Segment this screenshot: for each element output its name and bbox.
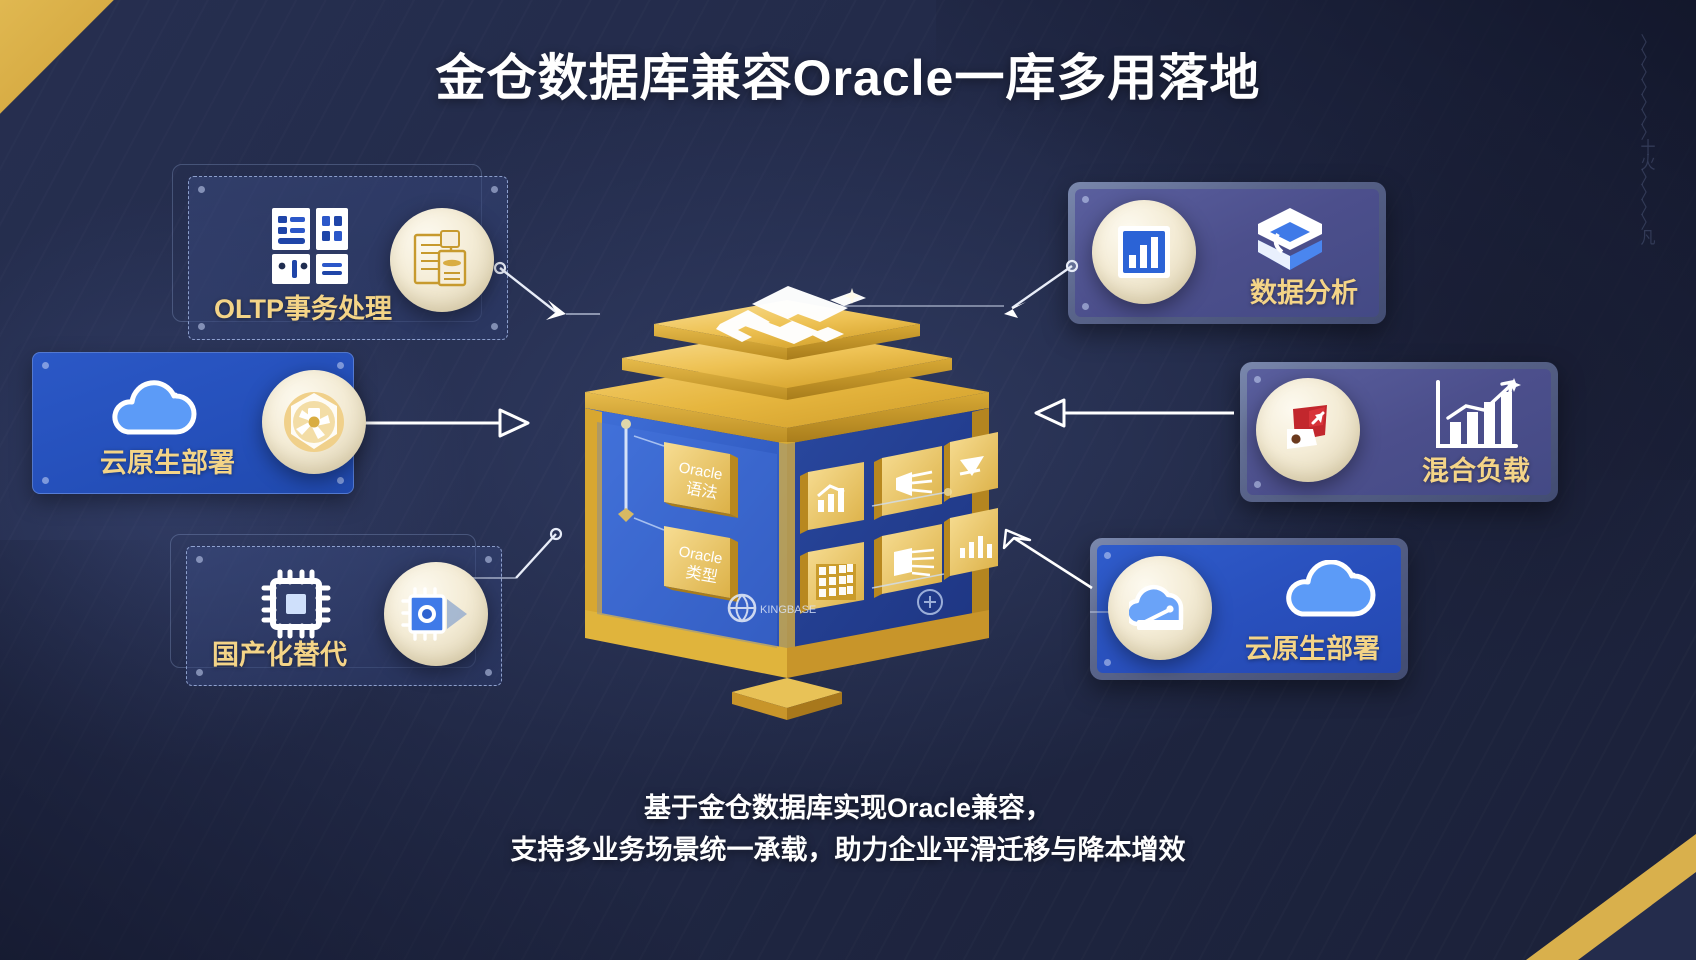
card-screw bbox=[1104, 659, 1111, 666]
card-label: OLTP事务处理 bbox=[214, 294, 392, 324]
card-oltp[interactable]: OLTP事务处理 bbox=[172, 164, 508, 340]
edge-glyph: 〉 bbox=[1640, 198, 1656, 219]
card-screw bbox=[1082, 303, 1089, 310]
card-screw bbox=[196, 556, 203, 563]
card-screw bbox=[337, 477, 344, 484]
cube-stamp-icon bbox=[917, 589, 943, 615]
page-caption: 基于金仓数据库实现Oracle兼容， 支持多业务场景统一承载，助力企业平滑迁移与… bbox=[0, 788, 1696, 872]
cube-tile-arrow bbox=[944, 432, 998, 502]
edge-glyph: 〉 bbox=[1640, 63, 1656, 84]
caption-line-1: 基于金仓数据库实现Oracle兼容， bbox=[643, 793, 1053, 824]
edge-glyph: 〉 bbox=[1640, 78, 1656, 99]
card-cloud-native-left[interactable]: 云原生部署 bbox=[32, 352, 366, 494]
card-label: 数据分析 bbox=[1250, 278, 1358, 308]
corner-accent-top-left bbox=[0, 0, 118, 118]
growth-chart-icon bbox=[1430, 376, 1522, 461]
cpu-chip-icon bbox=[260, 568, 332, 645]
cube-tile-oracle-syntax: Oracle 语法 bbox=[664, 442, 738, 518]
bar-chart-icon bbox=[1092, 200, 1196, 304]
edge-glyph: 〉 bbox=[1640, 183, 1656, 204]
edge-glyph: 〉 bbox=[1640, 108, 1656, 129]
edge-glyph: 十 bbox=[1640, 138, 1656, 159]
cube-logo-icon bbox=[1248, 204, 1332, 289]
card-screw bbox=[337, 362, 344, 369]
svg-text:KINGBASE: KINGBASE bbox=[760, 604, 816, 616]
edge-glyph: 〉 bbox=[1640, 93, 1656, 114]
globe-badge-icon: KINGBASE bbox=[727, 593, 816, 623]
red-flag-icon bbox=[1256, 378, 1360, 482]
edge-glyph: 〉 bbox=[1640, 48, 1656, 69]
card-screw bbox=[491, 323, 498, 330]
svg-text:类型: 类型 bbox=[684, 563, 719, 586]
kingbase-logo-icon bbox=[716, 286, 866, 344]
edge-glyph: 〉 bbox=[1640, 33, 1656, 54]
page-title: 金仓数据库兼容Oracle一库多用落地 bbox=[435, 50, 1261, 106]
edge-glyph: 凡 bbox=[1640, 228, 1656, 249]
database-records-icon bbox=[272, 208, 356, 291]
card-screw bbox=[485, 556, 492, 563]
card-screw bbox=[42, 477, 49, 484]
caption-line-2: 支持多业务场景统一承载，助力企业平滑迁移与降本增效 bbox=[510, 835, 1186, 866]
cube-right-rail bbox=[871, 488, 952, 589]
cloud-icon bbox=[104, 380, 200, 449]
card-screw bbox=[485, 669, 492, 676]
cube-base-right bbox=[787, 610, 989, 678]
card-screw bbox=[198, 186, 205, 193]
card-data-analytics[interactable]: 数据分析 bbox=[1068, 182, 1386, 324]
cube-connector-rail bbox=[618, 419, 665, 531]
edge-glyph: 〉 bbox=[1640, 123, 1656, 144]
card-mixed-workload[interactable]: 混合负载 bbox=[1240, 362, 1558, 502]
card-screw bbox=[1104, 552, 1111, 559]
card-screw bbox=[196, 669, 203, 676]
card-screw bbox=[1082, 196, 1089, 203]
cube-tile-play-media bbox=[874, 446, 942, 520]
cube-top-pyramid bbox=[585, 286, 989, 444]
edge-glyph: 火 bbox=[1640, 153, 1656, 174]
edge-glyph: 〉 bbox=[1640, 213, 1656, 234]
card-screw bbox=[1254, 376, 1261, 383]
cube-tile-oracle-type: Oracle 类型 bbox=[664, 526, 738, 602]
edge-glyph: 〉 bbox=[1640, 168, 1656, 189]
cube-tile-chart bbox=[800, 462, 864, 534]
svg-text:语法: 语法 bbox=[684, 479, 719, 502]
chip-processor-icon bbox=[384, 562, 488, 666]
card-label: 国产化替代 bbox=[212, 640, 347, 670]
corner-accent-bottom-right-cut bbox=[1578, 872, 1696, 960]
cloud-icon bbox=[1276, 559, 1380, 633]
card-screw bbox=[491, 186, 498, 193]
card-screw bbox=[42, 362, 49, 369]
cloud-speed-icon bbox=[1108, 556, 1212, 660]
card-screw bbox=[1254, 481, 1261, 488]
cube-tile-analytics bbox=[944, 508, 998, 580]
central-cube: Oracle 语法 Oracle 类型 bbox=[552, 196, 1022, 736]
cube-tile-server-rack bbox=[800, 542, 864, 614]
cube-base-foot bbox=[732, 678, 842, 708]
edge-decoration-glyphs: 〉〉〉〉〉〉〉十火〉〉〉〉凡 bbox=[1626, 33, 1670, 336]
kubernetes-icon bbox=[262, 370, 366, 474]
card-label: 云原生部署 bbox=[100, 448, 235, 478]
card-localization[interactable]: 国产化替代 bbox=[170, 534, 502, 686]
card-cloud-native-right[interactable]: 云原生部署 bbox=[1090, 538, 1408, 680]
card-label: 云原生部署 bbox=[1245, 634, 1380, 664]
card-label: 混合负载 bbox=[1422, 456, 1530, 486]
card-screw bbox=[198, 323, 205, 330]
cube-base-left bbox=[585, 610, 787, 678]
document-table-icon bbox=[390, 208, 494, 312]
